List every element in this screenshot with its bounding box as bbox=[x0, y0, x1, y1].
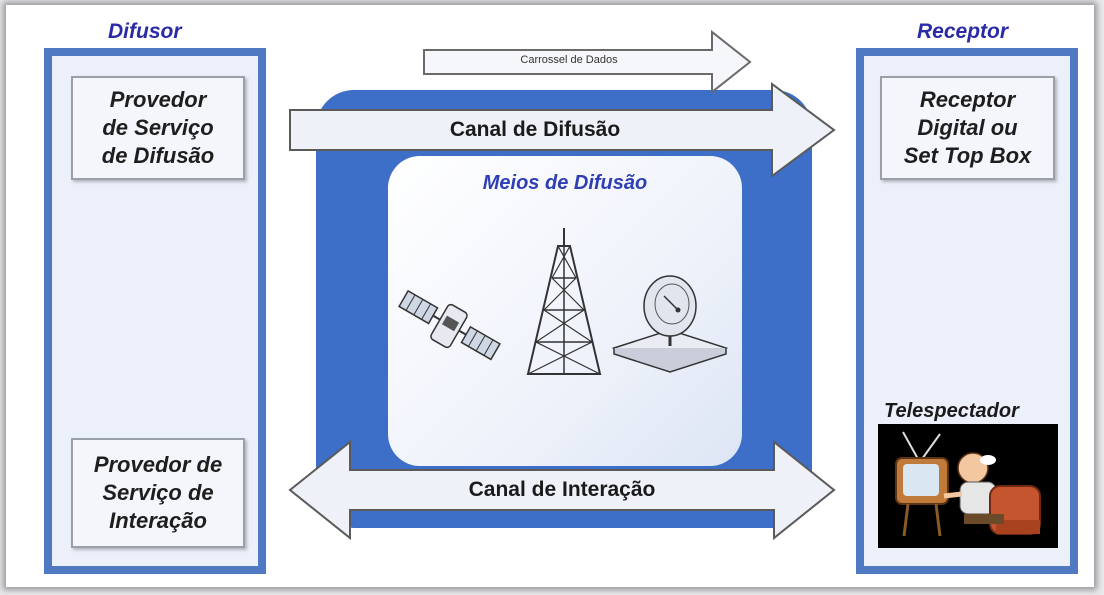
receptor-title: Receptor bbox=[917, 20, 1009, 43]
difusor-title: Difusor bbox=[108, 20, 182, 43]
provedor-interacao-box: Provedor de Serviço de Interação bbox=[71, 438, 245, 548]
meios-title: Meios de Difusão bbox=[482, 172, 648, 194]
satellite-icon bbox=[398, 289, 501, 361]
canal-difusao-label: Canal de Difusão bbox=[449, 118, 621, 141]
receptor-digital-box: Receptor Digital ou Set Top Box bbox=[880, 76, 1055, 180]
satellite-dish-icon bbox=[611, 275, 729, 373]
carrossel-arrow bbox=[423, 29, 752, 95]
carrossel-label: Carrossel de Dados bbox=[520, 54, 618, 66]
provedor-difusao-box: Provedor de Serviço de Difusão bbox=[71, 76, 245, 180]
canal-interacao-arrow bbox=[288, 439, 836, 541]
canal-difusao-arrow bbox=[289, 82, 836, 178]
telespectador-label: Telespectador bbox=[884, 400, 1019, 422]
broadcast-tower-icon bbox=[526, 228, 602, 375]
canal-interacao-label: Canal de Interação bbox=[468, 478, 656, 501]
tv-viewer-illustration bbox=[878, 424, 1058, 548]
